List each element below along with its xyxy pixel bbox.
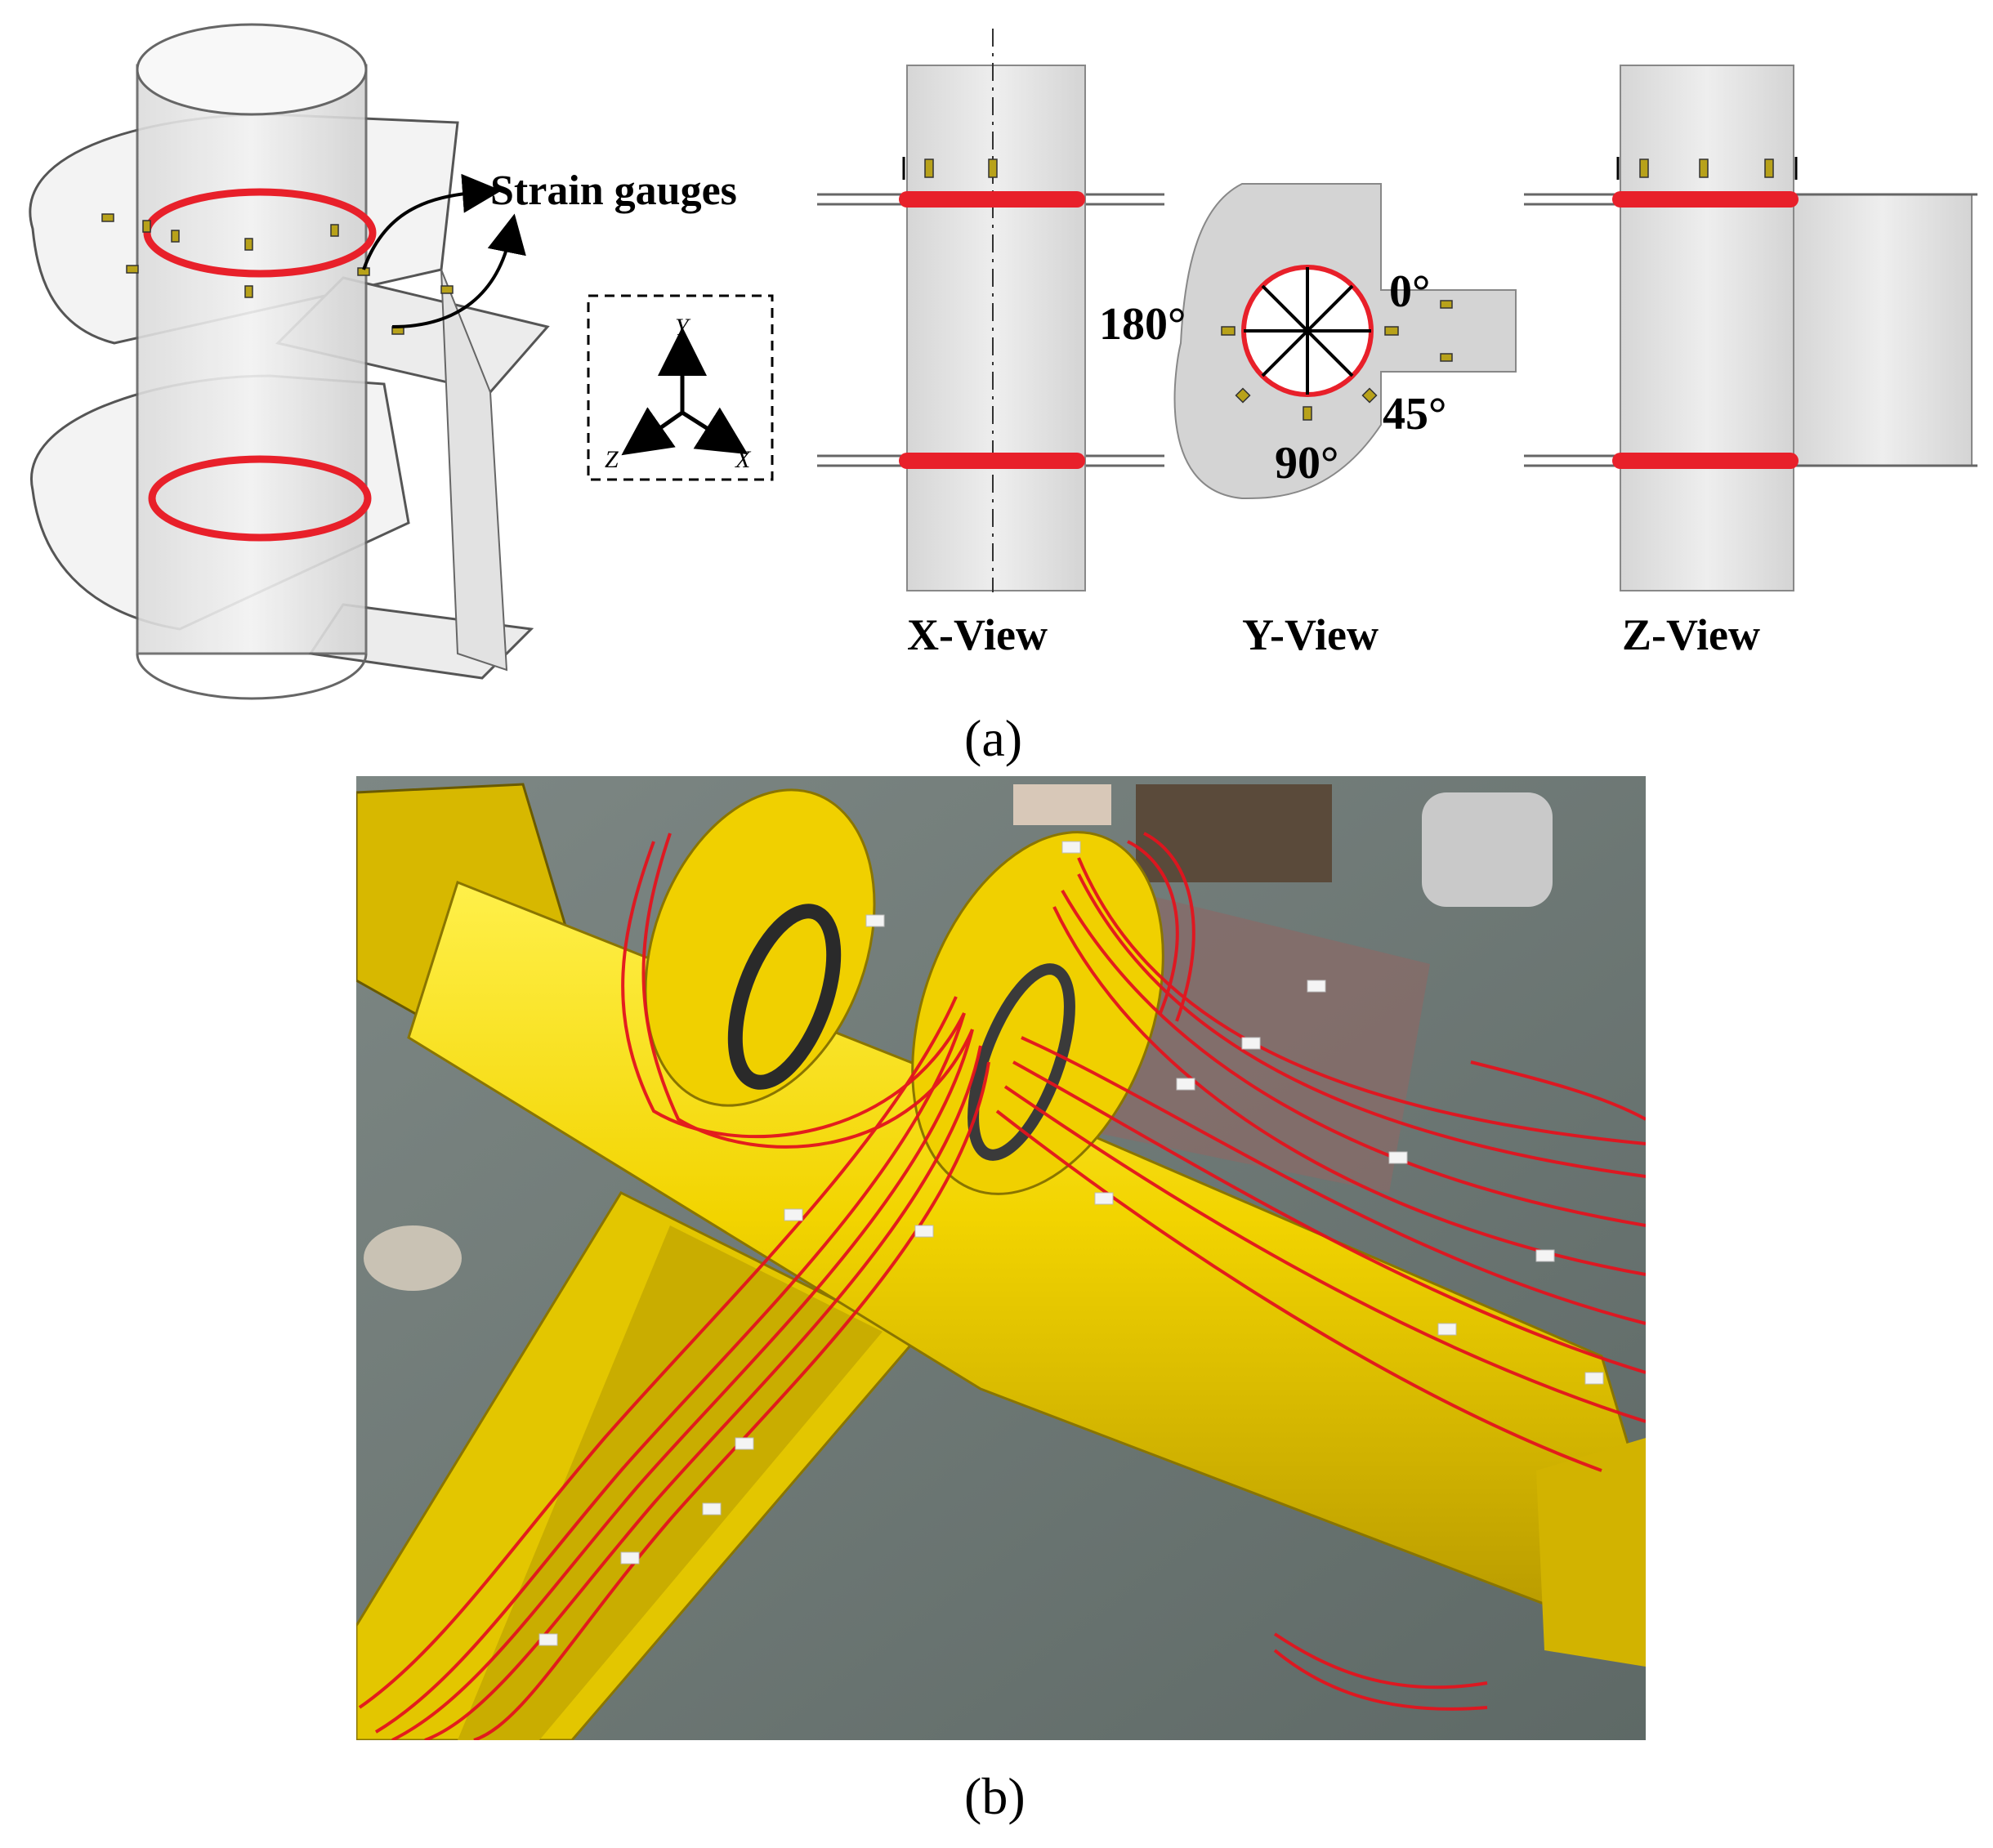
isometric-joint: Strain gauges <box>29 23 737 700</box>
steel-block <box>1136 784 1332 882</box>
column-bottom-edge <box>136 653 368 700</box>
angle-180-label: 180° <box>1099 299 1186 350</box>
panel-b-label: (b) <box>964 1767 1026 1825</box>
x-view-lower-ring <box>899 453 1085 469</box>
weld-seam-2 <box>967 963 1075 1161</box>
schematic-svg: Strain gauges Y Z X X-View <box>29 23 1977 767</box>
panel-a-label: (a) <box>964 709 1022 767</box>
x-view-label: X-View <box>907 610 1048 659</box>
photo-svg: (b) <box>356 776 1646 1825</box>
panel-b-photo: (b) <box>0 768 1993 1844</box>
strain-gauges-callout: Strain gauges <box>490 167 737 214</box>
photo-content <box>356 776 1646 1740</box>
angle-0-label: 0° <box>1389 266 1430 317</box>
y-view-spokes <box>1244 267 1371 395</box>
z-view-column <box>1620 65 1794 591</box>
callout-arrow-upper <box>362 173 502 270</box>
strain-gauge-wires <box>358 832 1646 1740</box>
coordinate-axes: Y Z X <box>587 294 774 481</box>
z-view-drawing: Z-View <box>1524 65 1977 659</box>
end-bracket-right <box>1536 1438 1646 1667</box>
x-view-column <box>906 65 1086 591</box>
z-view-gauges <box>1639 158 1774 178</box>
y-axis-label: Y <box>675 314 691 341</box>
column-top-opening <box>136 23 368 116</box>
beam-web <box>440 269 508 672</box>
z-view-label: Z-View <box>1622 610 1760 659</box>
y-view-gauges <box>1221 300 1453 421</box>
column-body <box>136 64 368 655</box>
panel-a-schematic: Strain gauges Y Z X X-View <box>0 0 1993 784</box>
lower-weld-ring <box>148 455 372 542</box>
y-view-drawing: 180° 0° 45° 90° Y-View <box>1099 183 1517 659</box>
x-axis-arrow <box>681 407 748 455</box>
y-view-label: Y-View <box>1242 610 1379 659</box>
x-view-drawing: X-View <box>817 29 1164 659</box>
iso-strain-gauges <box>101 213 454 335</box>
callout-arrow-lower <box>391 213 526 328</box>
angle-45-label: 45° <box>1383 389 1446 440</box>
z-axis-label: Z <box>605 446 619 473</box>
upper-weld-ring <box>143 188 377 278</box>
x-axis-label: X <box>735 446 752 473</box>
paper-box <box>1013 784 1111 825</box>
z-view-beam <box>1793 194 1973 466</box>
x-view-upper-ring <box>899 191 1085 208</box>
weld-seam-1 <box>727 904 842 1090</box>
z-view-upper-ring <box>1612 191 1799 208</box>
wire-tags <box>538 841 1604 1646</box>
angle-90-label: 90° <box>1275 438 1338 489</box>
axes-frame <box>587 294 774 481</box>
z-axis-arrow <box>621 407 684 456</box>
work-glove <box>364 1225 462 1291</box>
grey-container <box>1422 792 1553 907</box>
z-view-lower-ring <box>1612 453 1799 469</box>
